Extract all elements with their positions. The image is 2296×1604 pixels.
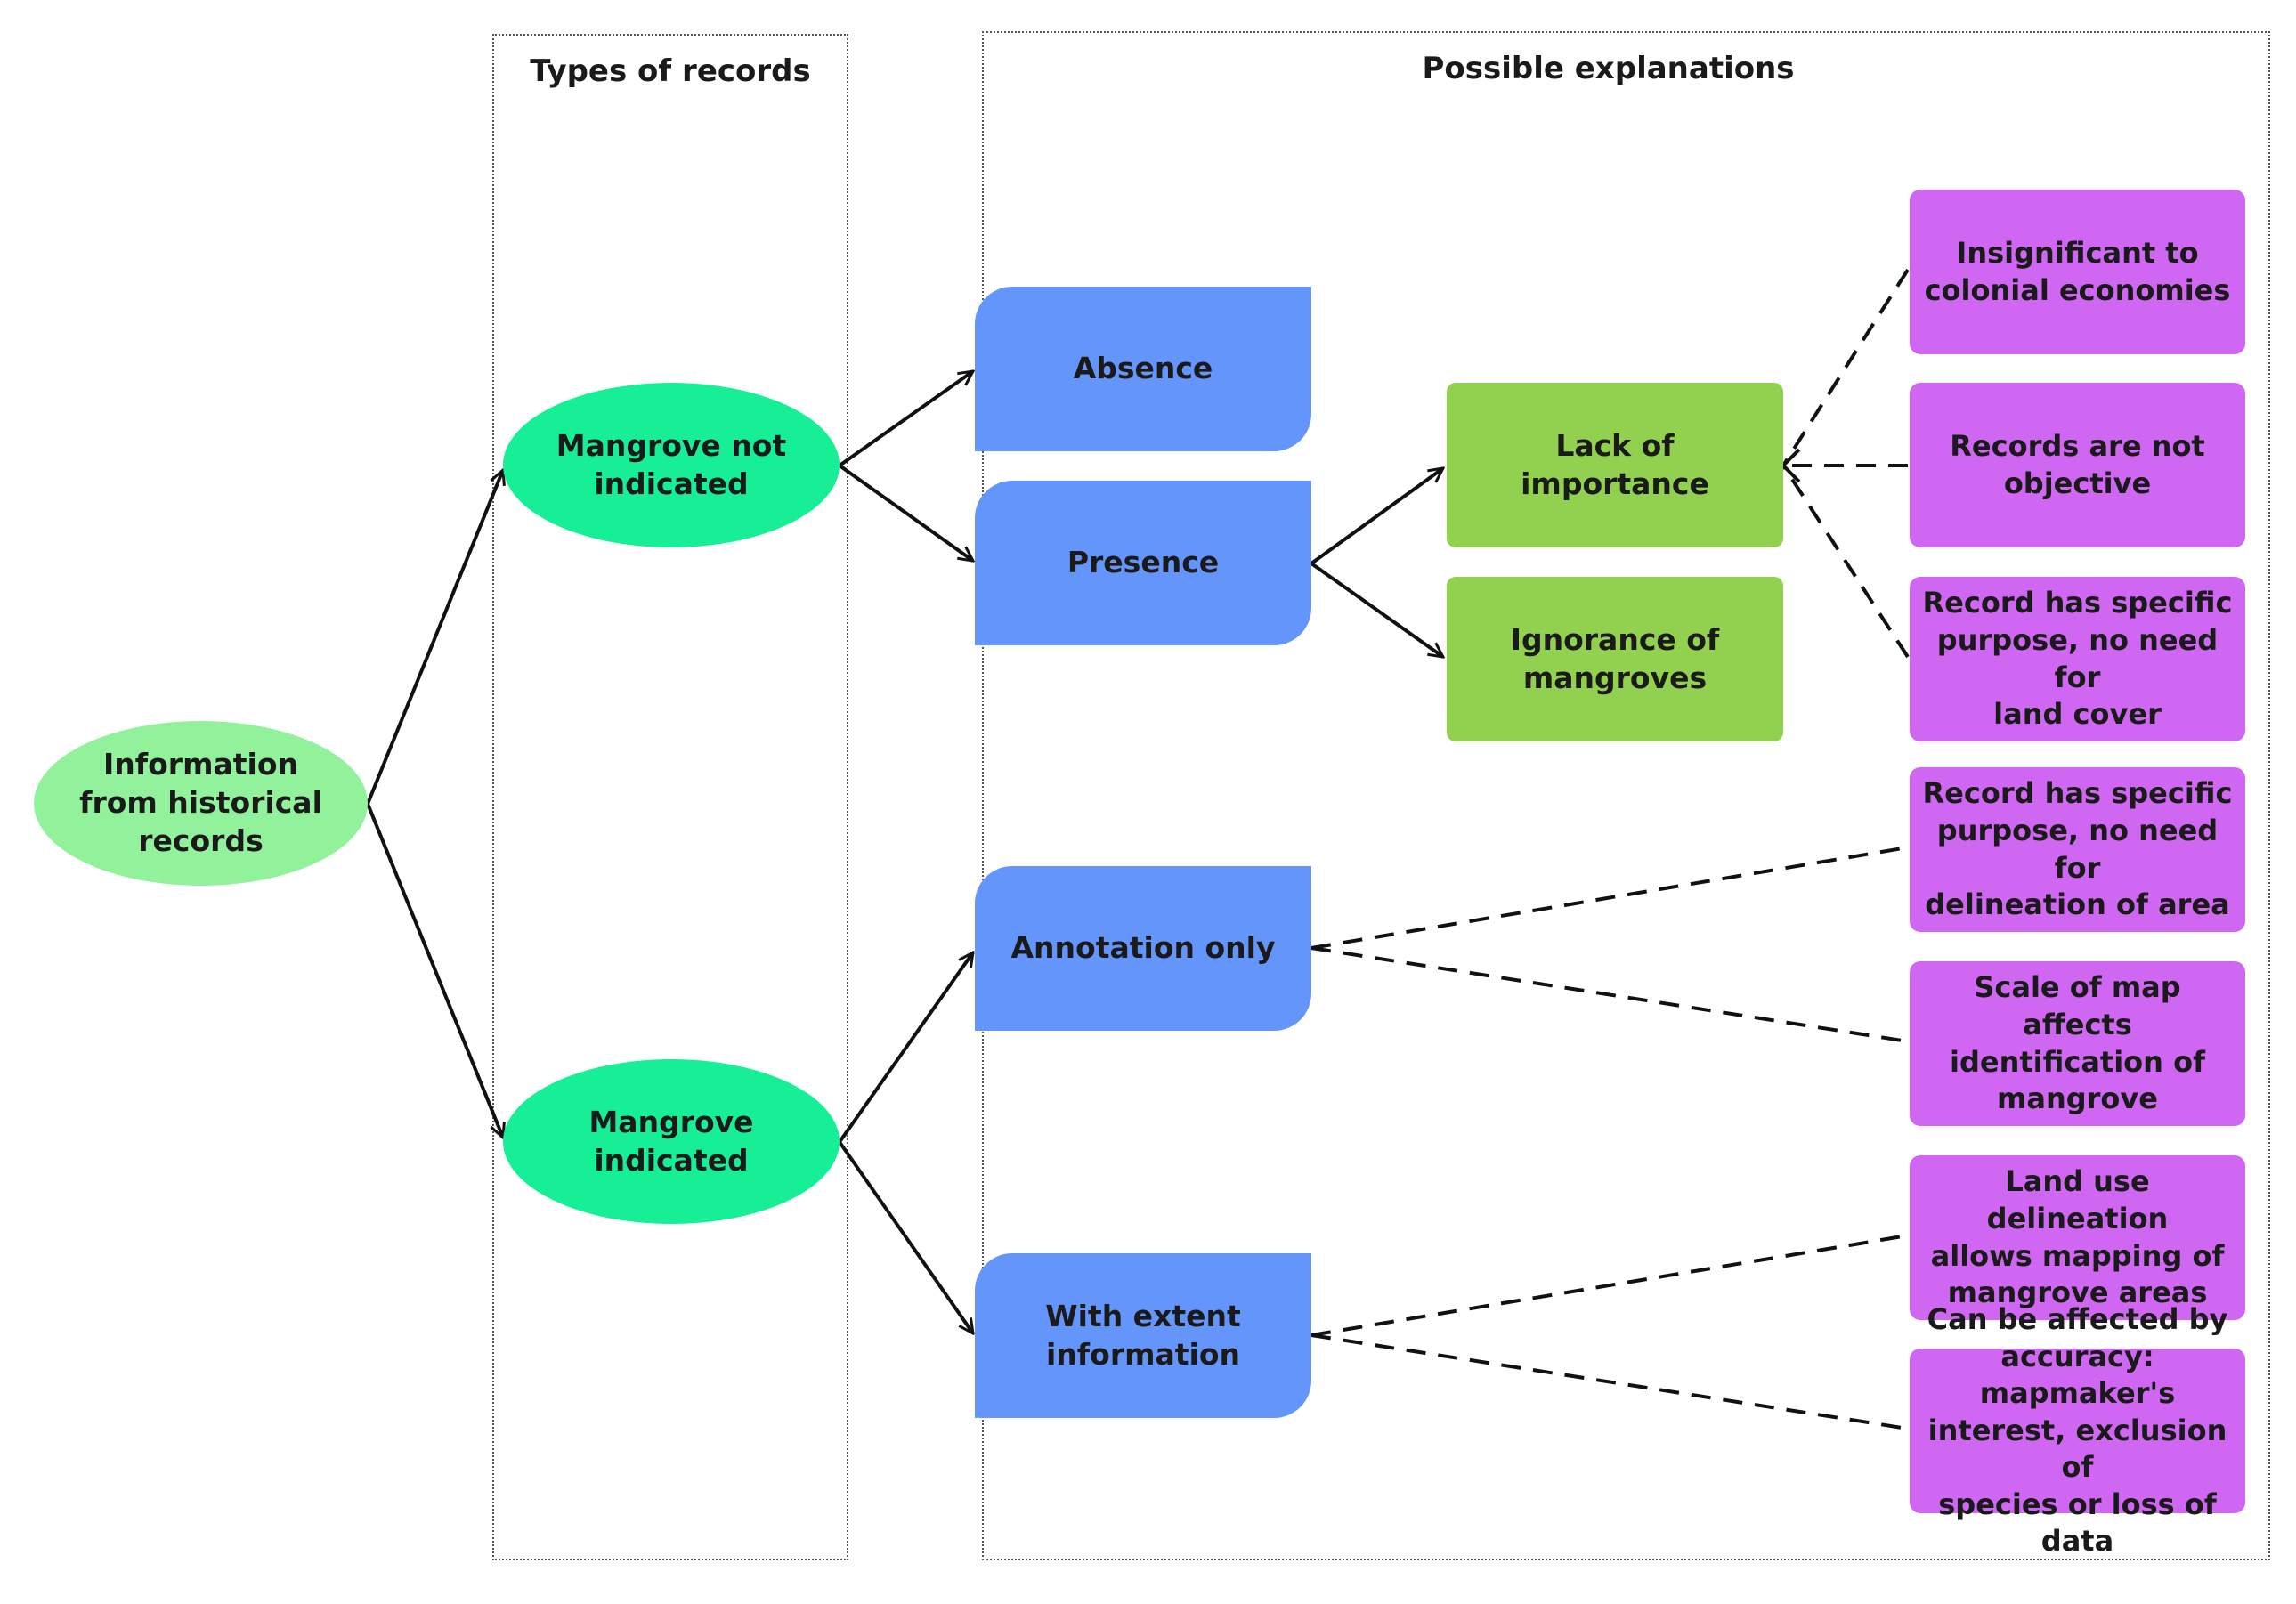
edge-root-indicated <box>366 803 503 1138</box>
mangrove-not-indicated-node: Mangrove not indicated <box>503 383 840 547</box>
edge-extent-land-use <box>1310 1234 1909 1337</box>
lack-of-importance-arrowhead <box>1781 448 1801 483</box>
lack-of-importance-node: Lack of importance <box>1447 383 1783 547</box>
edge-annotation-scale <box>1310 946 1909 1043</box>
scale-of-map-node: Scale of map affects identification of m… <box>1910 961 2245 1126</box>
possible-explanations-title: Possible explanations <box>1422 51 1795 86</box>
absence-node: Absence <box>975 287 1311 451</box>
edge-insignificant-lack <box>1781 268 1910 467</box>
insignificant-to-colonial-economies-node: Insignificant to colonial economies <box>1910 190 2245 354</box>
edge-land-cover-lack <box>1781 464 1910 659</box>
mangrove-indicated-node: Mangrove indicated <box>503 1059 840 1224</box>
records-not-objective-node: Records are not objective <box>1910 383 2245 547</box>
presence-node: Presence <box>975 481 1311 645</box>
edge-presence-lack <box>1310 468 1443 565</box>
with-extent-information-node: With extent information <box>975 1253 1311 1418</box>
types-of-records-title: Types of records <box>530 53 811 89</box>
annotation-only-node: Annotation only <box>975 866 1311 1031</box>
ignorance-of-mangroves-node: Ignorance of mangroves <box>1447 577 1783 741</box>
specific-purpose-delineation-node: Record has specific purpose, no need for… <box>1910 767 2245 932</box>
edge-indicated-annotation <box>838 952 973 1144</box>
affected-by-accuracy-node: Can be affected by accuracy: mapmaker's … <box>1910 1302 2245 1558</box>
information-from-historical-records-node: Information from historical records <box>34 721 368 886</box>
edge-indicated-extent <box>838 1140 973 1333</box>
types-of-records-panel: Types of records <box>492 34 848 1560</box>
edge-not-indicated-presence <box>838 464 973 561</box>
possible-explanations-panel: Possible explanations <box>982 31 2270 1560</box>
edge-not-indicated-absence <box>838 371 973 467</box>
edge-extent-accuracy <box>1310 1333 1909 1430</box>
edge-presence-ignorance <box>1310 562 1443 657</box>
edge-annotation-delineation <box>1310 846 1909 950</box>
land-use-delineation-node: Land use delineation allows mapping of m… <box>1910 1155 2245 1320</box>
specific-purpose-land-cover-node: Record has specific purpose, no need for… <box>1910 577 2245 741</box>
edge-root-not-indicated <box>366 470 503 805</box>
